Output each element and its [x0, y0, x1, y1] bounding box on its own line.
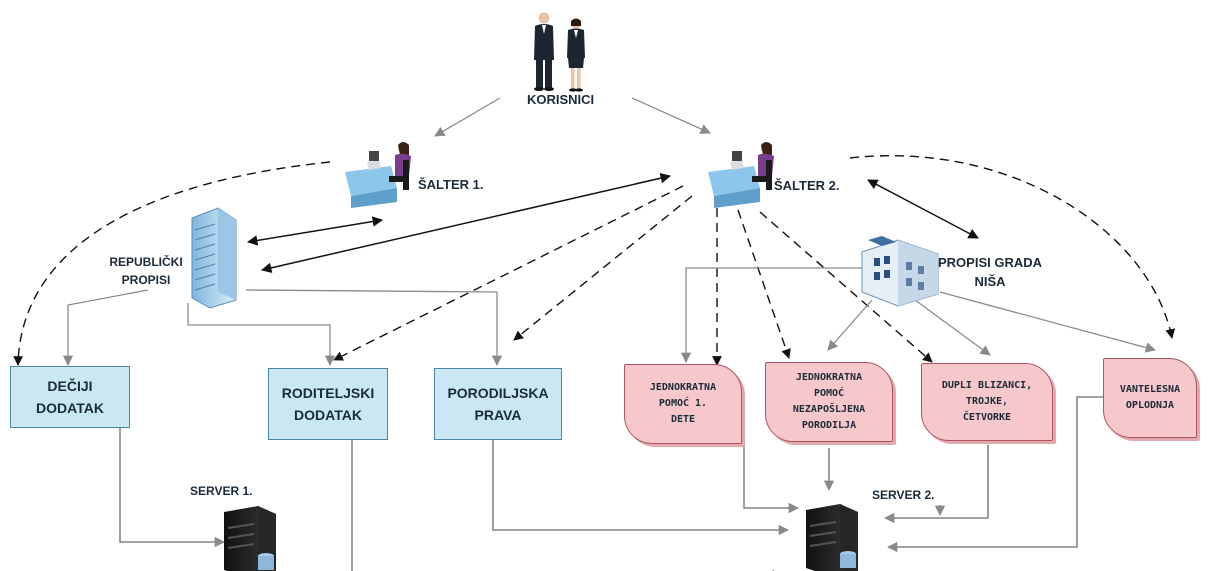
connector-grad-jednokratna1 [680, 267, 862, 364]
connector-jednokratna1-server2 [743, 430, 800, 514]
arrow-users-salter2 [631, 97, 711, 134]
box-roditeljski-dodatak: RODITELJSKI DODATAK [268, 368, 388, 440]
dashed-salter2-roditeljski [333, 185, 684, 361]
server-2-label: SERVER 2. [872, 488, 935, 502]
connector-porodiljska-server2 [492, 440, 790, 536]
connector-dupli-server2 [883, 445, 989, 524]
office-building-icon [191, 207, 237, 309]
propisi-grada-label: PROPISI GRADA NIŠA [937, 255, 1042, 289]
dashed-salter2-jednokratna2 [737, 209, 791, 359]
arrow-users-salter1 [434, 97, 501, 137]
arrow-salter1-republicki [246, 216, 384, 246]
arrow-salter2-grad [867, 179, 979, 239]
connector-republicki-porodiljska [245, 289, 503, 367]
server-1-label: SERVER 1. [190, 484, 253, 498]
card-jednokratna-pomoc-1-dete: JEDNOKRATNA POMOĆ 1. DETE [624, 364, 742, 444]
server-icon [806, 504, 858, 571]
clerk-desk-icon [708, 142, 774, 208]
connector-republicki-roditeljski [187, 303, 336, 367]
republicki-propisi-label: REPUBLIČKI PROPISI [109, 255, 183, 287]
users-label: KORISNICI [527, 92, 595, 107]
salter-2-label: ŠALTER 2. [774, 178, 840, 193]
box-decji-dodatak: DEČIJI DODATAK [10, 366, 130, 428]
connector-grad-jednokratna2 [827, 299, 873, 351]
card-vantelesna-oplodnja: VANTELESNA OPLODNJA [1103, 358, 1197, 438]
dashed-salter1-decji [13, 161, 331, 366]
connectors [13, 97, 1176, 571]
dashed-salter2-dupli [759, 211, 933, 363]
dashed-salter2-vantelesna [849, 155, 1176, 339]
users-icon [534, 12, 585, 92]
connector-republicki-decji [62, 289, 149, 367]
clerk-desk-icon [345, 142, 411, 208]
connector-decji-server1 [119, 428, 226, 548]
connector-grad-vantelesna [939, 291, 1157, 353]
connector-grad-dupli [914, 299, 991, 356]
salter-1-label: ŠALTER 1. [418, 177, 484, 192]
card-jednokratna-pomoc-nezaposljena: JEDNOKRATNA POMOĆ NEZAPOŠLJENA PORODILJA [765, 362, 893, 442]
dashed-salter2-porodiljska [513, 195, 693, 341]
arrow-salter2-republicki [260, 173, 672, 273]
city-building-icon [861, 236, 939, 307]
box-porodiljska-prava: PORODILJSKA PRAVA [434, 368, 562, 440]
connector-vantelesna-server2 [886, 396, 1103, 553]
card-dupli-blizanci: DUPLI BLIZANCI, TROJKE, ČETVORKE [921, 363, 1053, 441]
server-icon [224, 506, 276, 571]
connector-roditeljski-server2 [351, 440, 784, 571]
